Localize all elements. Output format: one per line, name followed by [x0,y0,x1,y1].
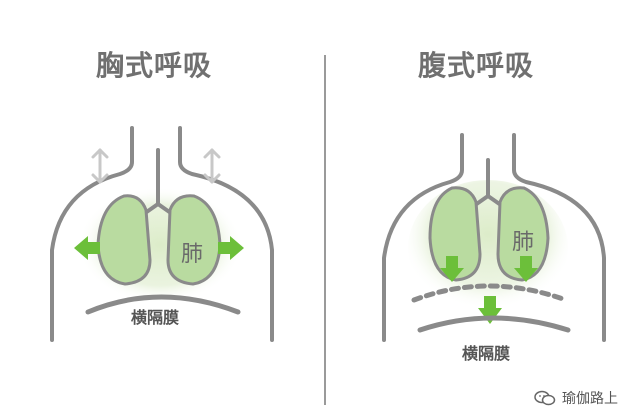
left-torso-outline [50,126,134,342]
right-lung-left [428,186,482,282]
wechat-icon [534,390,556,406]
left-shoulder-arrow-right [203,148,221,184]
chest-breathing-figure [50,126,274,342]
right-lung-right [496,186,550,282]
right-diaphragm-label: 横隔膜 [462,344,511,363]
watermark-text: 瑜伽路上 [562,391,618,407]
watermark: 瑜伽路上 [534,388,618,408]
right-lung-label: 肺 [512,230,535,255]
right-down-arrow-right [514,256,538,282]
left-torso-outline-right [178,126,274,342]
right-torso-outline-right [512,133,606,342]
left-diaphragm [85,294,241,315]
right-diaphragm-previous [411,283,569,303]
right-down-arrow-left [440,256,464,282]
abdominal-breathing-title: 腹式呼吸 [418,49,535,82]
right-down-arrow-center [478,296,502,324]
right-torso-outline [382,133,464,342]
left-lung-label: 肺 [181,242,204,267]
left-outward-arrow-right [218,236,244,260]
chest-breathing-title: 胸式呼吸 [96,49,213,82]
left-shoulder-arrow-left [91,148,109,184]
abdominal-breathing-figure [382,133,606,342]
left-outward-arrow-left [74,236,100,260]
right-diaphragm [417,315,571,333]
left-diaphragm-label: 横隔膜 [131,308,180,327]
